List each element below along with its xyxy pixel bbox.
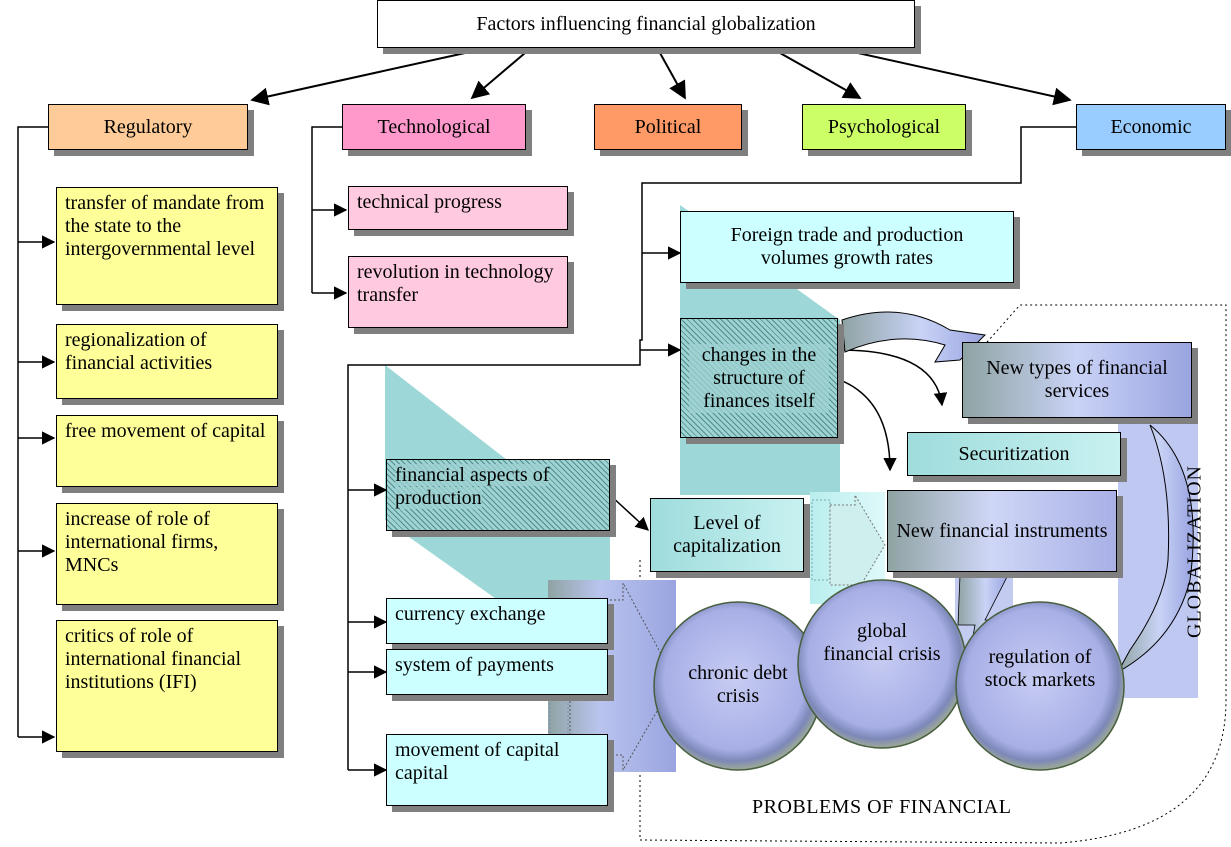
regulatory-item: transfer of mandate from the state to th… xyxy=(56,187,278,305)
disc-3 xyxy=(955,601,1125,771)
globalization-region xyxy=(639,304,1227,844)
category-psychological: Psychological xyxy=(802,104,966,150)
globalization-label: GLOBALIZATION xyxy=(1183,465,1206,638)
new-instruments-box: New financial instruments xyxy=(887,490,1117,572)
disc-label-regulation: regulation of stock markets xyxy=(984,646,1096,691)
changes-structure-box: changes in the structure of finances its… xyxy=(680,318,838,438)
problems-label: PROBLEMS OF FINANCIAL xyxy=(752,796,1012,818)
technological-item: technical progress xyxy=(348,186,568,230)
financial-aspects-label: financial aspects of production xyxy=(395,464,550,509)
curved-block-arrow-top xyxy=(841,311,987,363)
currency-exchange-box: currency exchange xyxy=(386,598,608,644)
financial-aspects-box: financial aspects of production xyxy=(386,459,610,531)
diagram-title: Factors influencing financial globalizat… xyxy=(377,0,915,48)
system-payments-box: system of payments xyxy=(386,649,608,695)
securitization-box: Securitization xyxy=(907,432,1121,476)
category-economic: Economic xyxy=(1076,104,1226,150)
regulatory-item: free movement of capital xyxy=(56,415,278,487)
changes-structure-label: changes in the structure of finances its… xyxy=(689,343,829,413)
regulatory-item: critics of role of international financi… xyxy=(56,620,278,752)
category-technological: Technological xyxy=(342,104,526,150)
level-capitalization-box: Level of capitalization xyxy=(650,498,804,572)
regulatory-item: regionalization of financial activities xyxy=(56,324,278,399)
regulatory-item: increase of role of international firms,… xyxy=(56,503,278,605)
disc-label-global: global financial crisis xyxy=(823,620,941,665)
movement-capital-box: movement of capital capital xyxy=(386,734,608,806)
disc-label-debt: chronic debt crisis xyxy=(688,662,788,707)
new-types-box: New types of financial services xyxy=(962,342,1192,418)
category-political: Political xyxy=(594,104,742,150)
technological-item: revolution in technology transfer xyxy=(348,256,568,328)
category-regulatory: Regulatory xyxy=(48,104,248,150)
foreign-trade-box: Foreign trade and production volumes gro… xyxy=(680,211,1014,283)
